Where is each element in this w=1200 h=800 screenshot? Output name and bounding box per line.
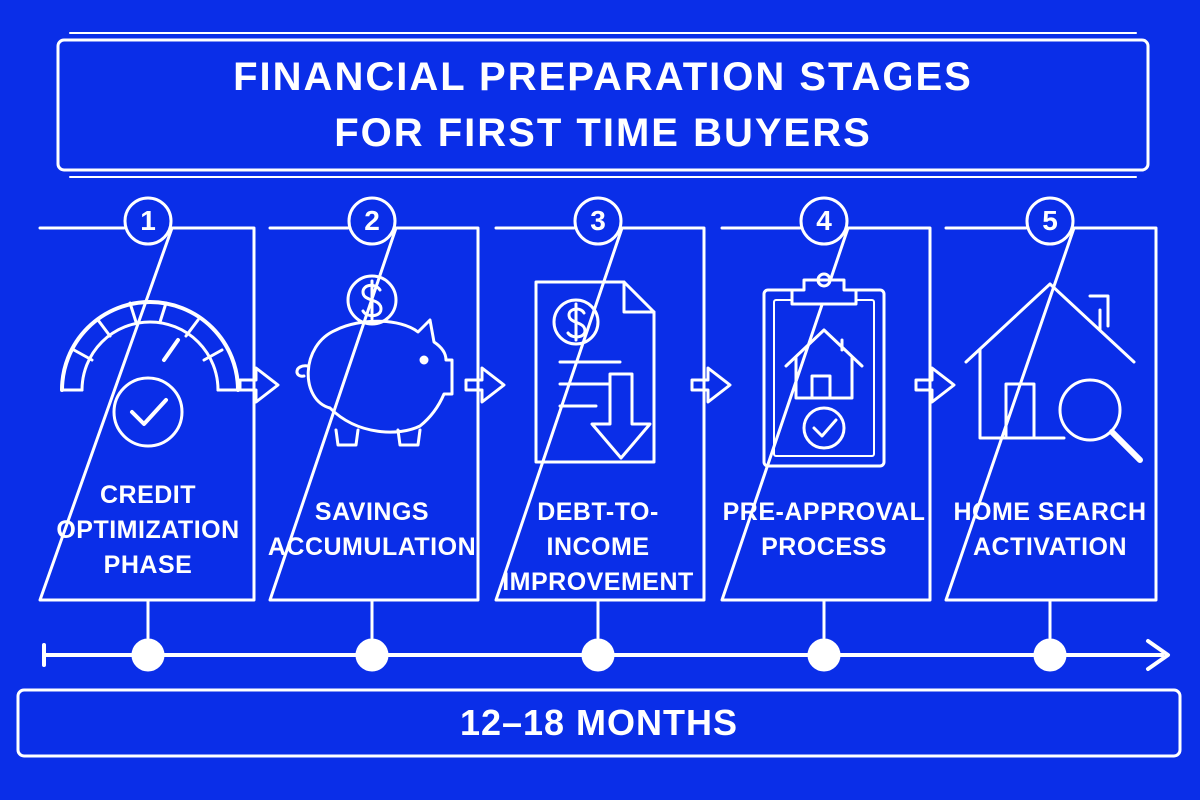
- milestone-dot-3: [581, 638, 615, 672]
- milestone-dot-2: [355, 638, 389, 672]
- arrow-4-5: [914, 366, 956, 404]
- stage-label-1: CREDIT OPTIMIZATION PHASE: [56, 481, 240, 579]
- page-title: FINANCIAL PREPARATION STAGES FOR FIRST T…: [58, 40, 1148, 170]
- stage-label-3: DEBT-TO-INCOME IMPROVEMENT: [502, 498, 694, 596]
- stage-label-4: PRE-APPROVAL PROCESS: [722, 498, 926, 561]
- duration-frame: [16, 688, 1182, 758]
- milestone-dot-1: [131, 638, 165, 672]
- stage-label-2: SAVINGS ACCUMULATION: [267, 498, 477, 561]
- title-line-1: FINANCIAL PREPARATION STAGES: [233, 55, 973, 99]
- stage-number-1: 1: [140, 205, 156, 236]
- milestone-dot-4: [807, 638, 841, 672]
- stage-card-2: [268, 196, 480, 602]
- stage-card-1: [38, 196, 256, 602]
- stage-card-4: [720, 196, 932, 602]
- stage-number-2: 2: [364, 205, 380, 236]
- clipboard-house-check-icon: [762, 272, 886, 468]
- arrow-2-3: [464, 366, 506, 404]
- arrow-3-4: [690, 366, 732, 404]
- stage-card-5: [944, 196, 1158, 602]
- stage-number-4: 4: [816, 205, 832, 236]
- stage-number-5: 5: [1042, 205, 1058, 236]
- arrow-1-2: [238, 366, 280, 404]
- house-magnifier-icon: [964, 282, 1143, 463]
- piggy-bank-dollar-icon: [295, 274, 454, 447]
- timeline: [42, 598, 1170, 672]
- stage-label-5: HOME SEARCH ACTIVATION: [953, 498, 1147, 561]
- title-line-2: FOR FIRST TIME BUYERS: [334, 111, 872, 155]
- milestone-dot-5: [1033, 638, 1067, 672]
- document-dollar-down-arrow-icon: [534, 280, 656, 464]
- credit-gauge-check-icon: [60, 300, 240, 448]
- timeline-duration: 12–18 MONTHS: [459, 702, 739, 743]
- stage-card-3: [494, 196, 706, 602]
- title-frame: [56, 32, 1150, 178]
- stage-number-3: 3: [590, 205, 606, 236]
